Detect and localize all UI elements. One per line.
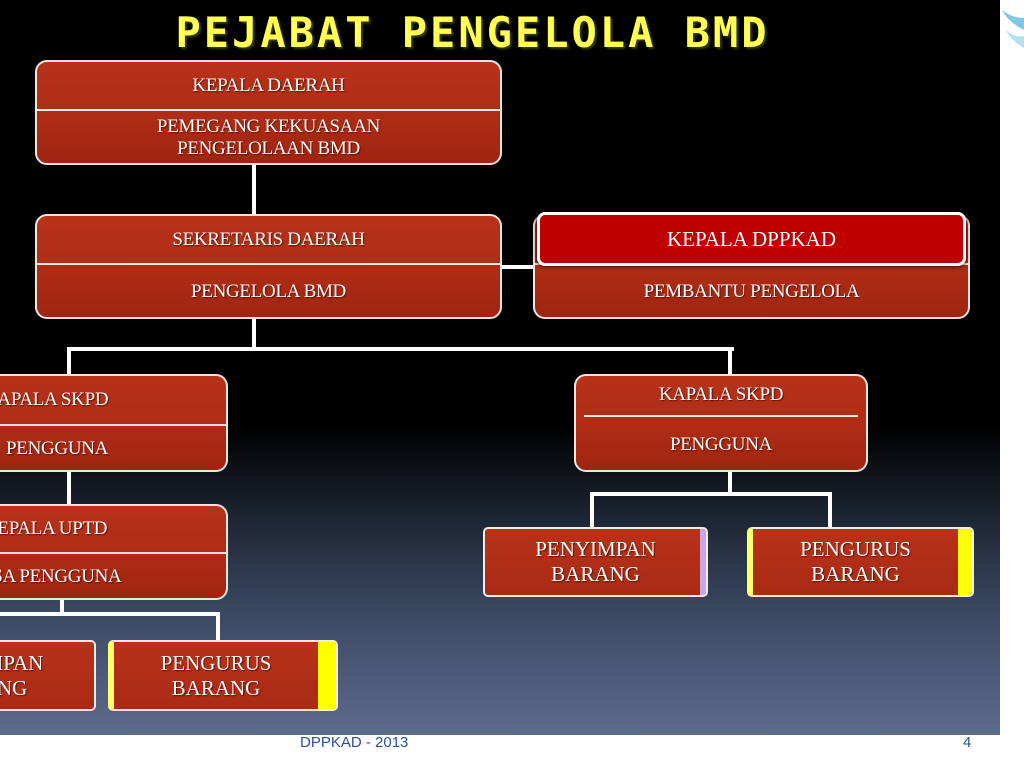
skpd-right-box: KAPALA SKPD PENGGUNA <box>574 374 868 472</box>
sekda-title: SEKRETARIS DAERAH <box>172 228 365 250</box>
pengurus-left-line2: BARANG <box>171 675 261 700</box>
uptd-role: KUASA PENGGUNA <box>0 566 122 587</box>
connector-skpd-left-uptd <box>67 470 71 506</box>
dppkad-role: PEMBANTU PENGELOLA <box>643 281 860 302</box>
yellow-stripe <box>958 529 972 595</box>
connector-to-pengurus-right <box>828 492 832 529</box>
uptd-title: KEPALA UPTD <box>0 518 108 539</box>
connector-right-leaves-horizontal <box>590 492 832 496</box>
skpd-right-role: PENGGUNA <box>669 433 773 455</box>
pengurus-barang-left: PENGURUS BARANG <box>108 640 338 711</box>
sekda-box: SEKRETARIS DAERAH PENGELOLA BMD <box>35 214 502 319</box>
connector-to-skpd-right <box>728 347 732 375</box>
footer-text: DPPKAD - 2013 <box>300 734 409 751</box>
yellow-stripe <box>318 642 336 709</box>
penyimpan-barang-left: PENYIMPAN BARANG <box>0 640 96 711</box>
kepala-daerah-role-line1: PEMEGANG KEKUASAAN <box>156 116 381 137</box>
sekda-role: PENGELOLA BMD <box>191 281 346 302</box>
pengurus-barang-right: PENGURUS BARANG <box>747 527 974 597</box>
slide-title: PEJABAT PENGELOLA BMD <box>175 8 770 57</box>
kepala-daerah-box: KEPALA DAERAH PEMEGANG KEKUASAAN PENGELO… <box>35 60 502 165</box>
slide-canvas: PEJABAT PENGELOLA BMD KEPALA DAERAH PEME… <box>0 0 1000 735</box>
connector-to-penyimpan-right <box>590 492 594 529</box>
kepala-daerah-role-line2: PENGELOLAAN BMD <box>177 138 360 159</box>
connector-skpd-horizontal <box>67 347 734 351</box>
pengurus-right-line1: PENGURUS <box>800 537 911 561</box>
box-divider <box>0 552 226 554</box>
connector-left-leaves-horizontal <box>0 612 220 616</box>
box-divider <box>37 109 500 111</box>
connector-to-pengurus-left <box>216 612 220 642</box>
connector-sekda-down <box>252 317 256 349</box>
penyimpan-left-line1: PENYIMPAN <box>0 650 44 675</box>
uptd-box: KEPALA UPTD KUASA PENGGUNA <box>0 504 228 600</box>
box-divider <box>0 424 226 426</box>
connector-sekda-dppkad <box>500 265 536 269</box>
penyimpan-left-line2: BARANG <box>0 675 28 700</box>
skpd-left-title: KAPALA SKPD <box>0 389 109 410</box>
pengurus-left-line1: PENGURUS <box>160 650 272 675</box>
kepala-daerah-role: PEMEGANG KEKUASAAN PENGELOLAAN BMD <box>37 111 500 163</box>
kepala-daerah-title: KEPALA DAERAH <box>192 74 345 96</box>
box-divider <box>37 263 500 265</box>
page-number: 4 <box>963 734 972 751</box>
connector-kepala-sekda <box>252 163 256 215</box>
decorative-swoosh-icon <box>1002 0 1024 48</box>
dppkad-title: KEPALA DPPKAD <box>537 212 966 266</box>
penyimpan-right-line1: PENYIMPAN <box>535 537 656 561</box>
box-divider <box>584 415 858 417</box>
connector-skpd-right-down <box>728 470 732 494</box>
penyimpan-barang-right: PENYIMPAN BARANG <box>483 527 708 597</box>
connector-uptd-down <box>60 598 64 614</box>
penyimpan-right-line2: BARANG <box>551 562 640 586</box>
skpd-left-role: PENGGUNA <box>6 438 109 459</box>
skpd-left-box: KAPALA SKPD PENGGUNA <box>0 374 228 472</box>
lavender-stripe <box>700 529 706 595</box>
skpd-right-title: KAPALA SKPD <box>658 384 784 405</box>
connector-to-skpd-left <box>67 347 71 375</box>
pengurus-right-line2: BARANG <box>811 562 900 586</box>
